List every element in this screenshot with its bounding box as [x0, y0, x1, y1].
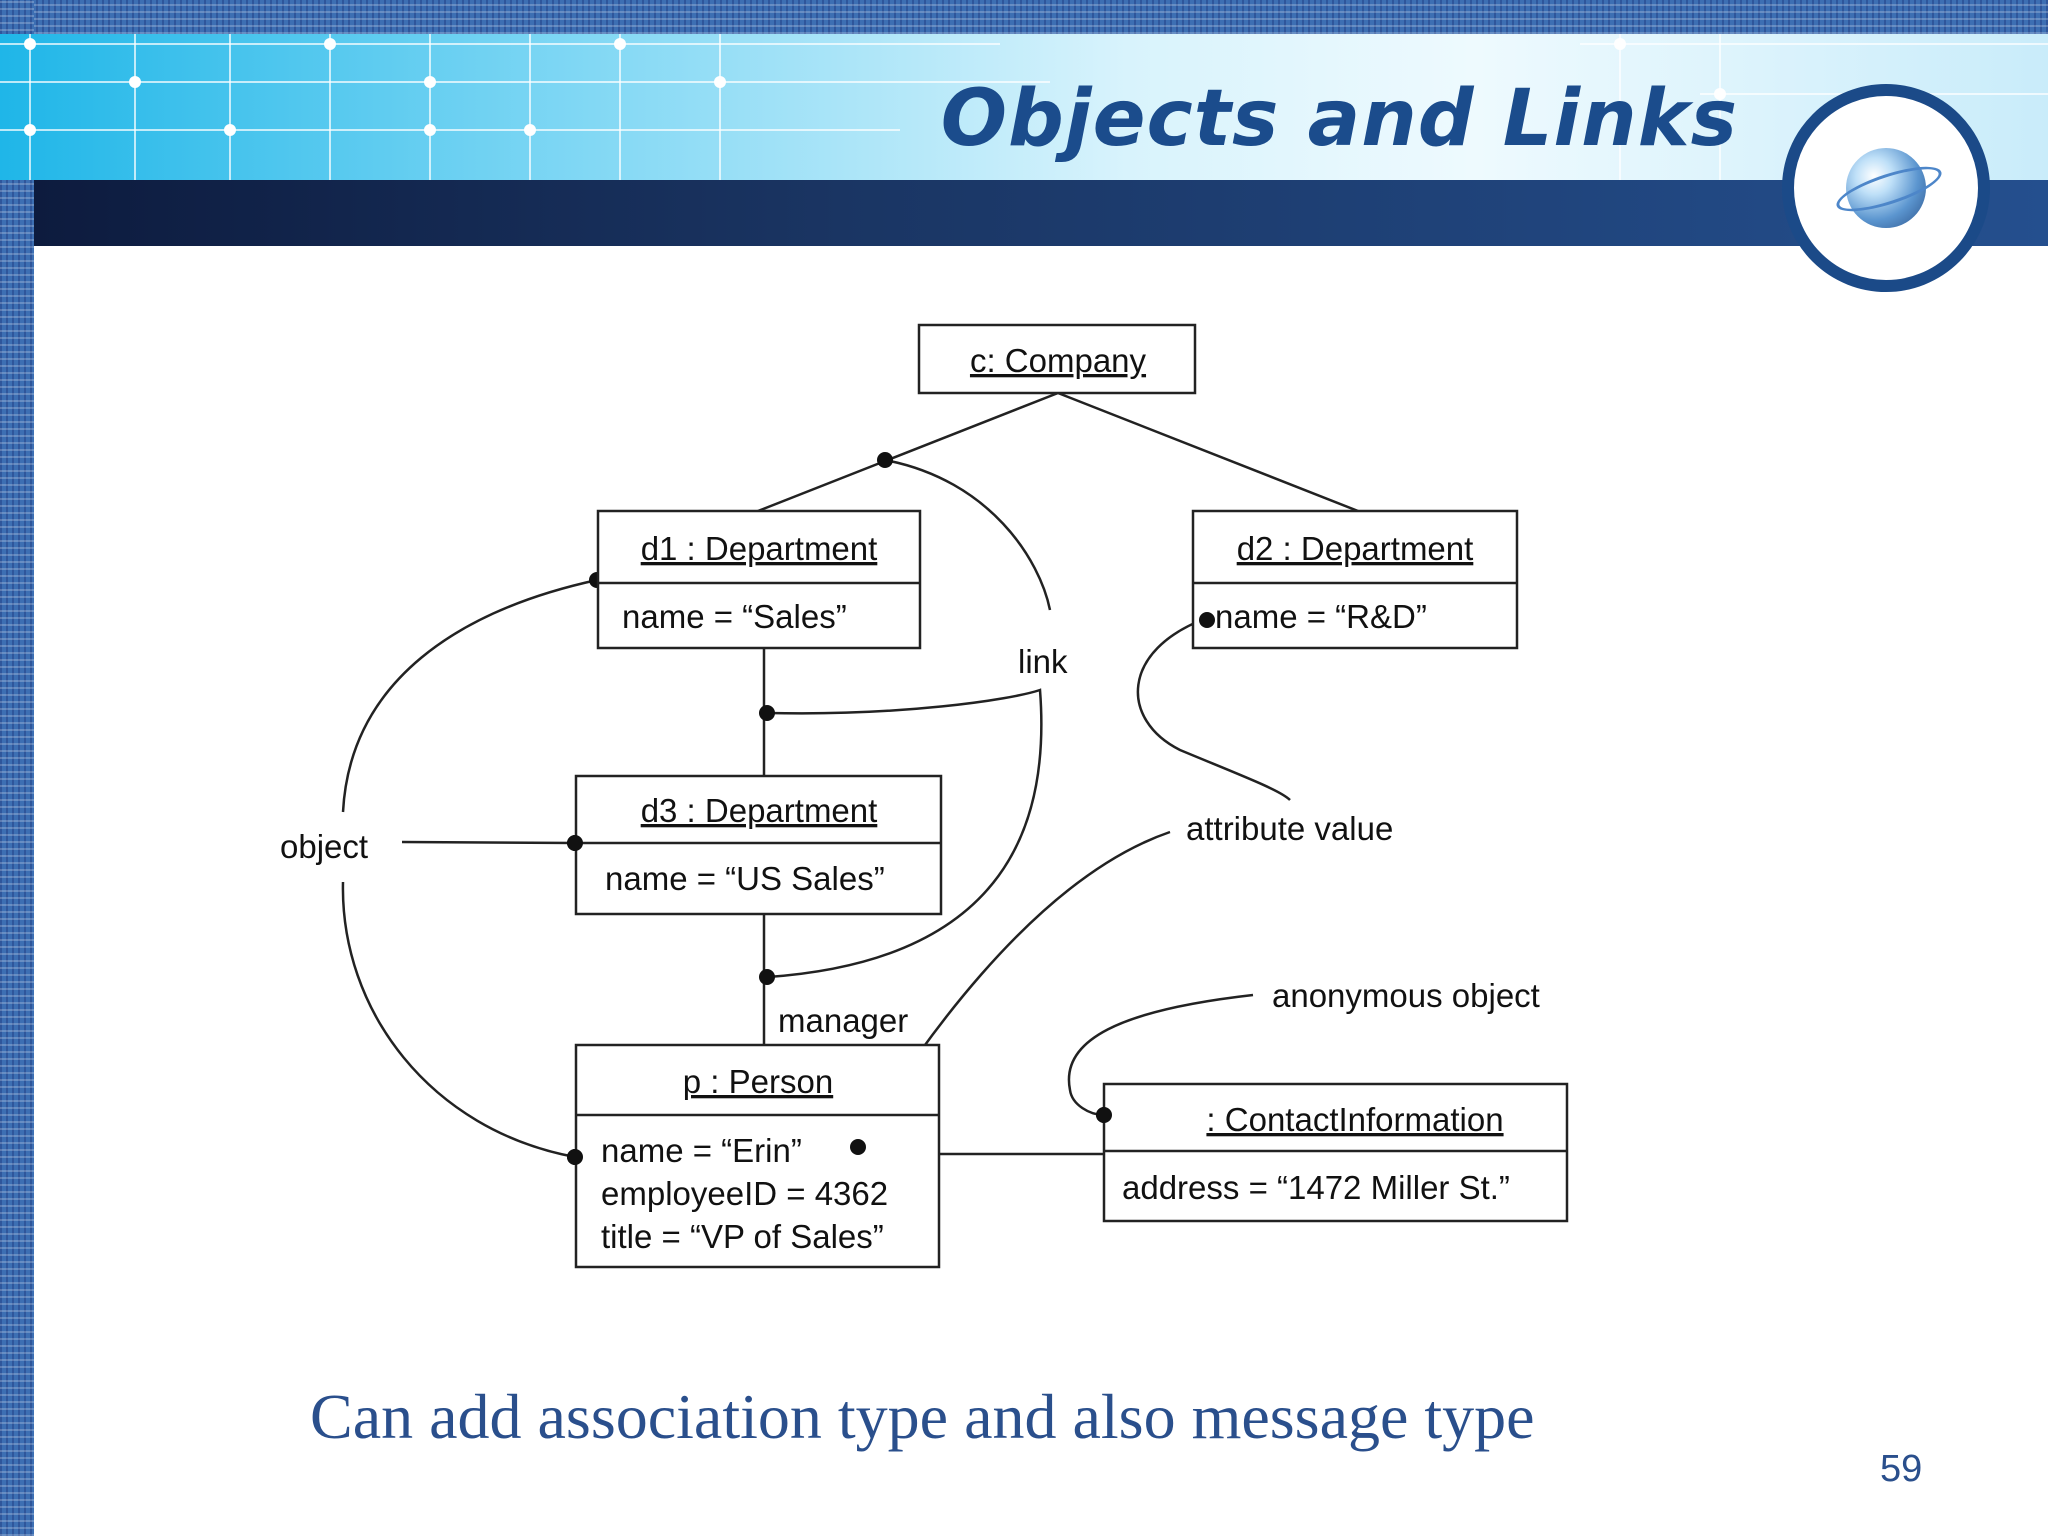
circuit-grid-decoration [0, 34, 2048, 180]
connectors [341, 391, 1359, 1159]
object-company-name: c: Company [970, 342, 1147, 379]
object-callout-mid [401, 840, 576, 845]
d2-attribute-dot [1199, 612, 1215, 628]
top-texture-strip [0, 0, 2048, 34]
object-d2-attr: name = “R&D” [1215, 598, 1427, 635]
label-attribute-value: attribute value [1186, 810, 1393, 847]
object-contact-name: : ContactInformation [1206, 1101, 1503, 1138]
contact-object-dot [1096, 1107, 1112, 1123]
person-attribute-dot [850, 1139, 866, 1155]
slide-caption: Can add association type and also messag… [310, 1381, 1535, 1452]
label-link: link [1018, 643, 1068, 680]
object-person: p : Person name = “Erin” employeeID = 43… [574, 1043, 941, 1269]
slide-title: Objects and Links [940, 74, 1738, 164]
label-manager: manager [778, 1002, 908, 1039]
d3-object-dot [567, 835, 583, 851]
object-contact-attr: address = “1472 Miller St.” [1122, 1169, 1510, 1206]
object-d1-attr: name = “Sales” [622, 598, 847, 635]
object-d1-name: d1 : Department [641, 530, 878, 567]
page-number: 59 [1880, 1448, 1923, 1490]
object-d3-attr: name = “US Sales” [605, 860, 885, 897]
link-callout-upper [884, 458, 1052, 611]
link-callout-lower [767, 688, 1043, 979]
object-person-attr-title: title = “VP of Sales” [601, 1218, 884, 1255]
object-d2-name: d2 : Department [1237, 530, 1474, 567]
object-callout-lower [341, 881, 576, 1159]
object-d3: d3 : Department name = “US Sales” [574, 774, 943, 916]
anonymous-callout [1067, 993, 1254, 1117]
title-underline-bar [34, 180, 2048, 246]
object-callout-upper [341, 578, 598, 813]
object-person-attr-name: name = “Erin” [601, 1132, 802, 1169]
label-object: object [280, 828, 368, 865]
link-company-d1 [757, 391, 1059, 513]
object-person-name: p : Person [683, 1063, 833, 1100]
object-person-attr-employee-id: employeeID = 4362 [601, 1175, 888, 1212]
object-contact-information: : ContactInformation address = “1472 Mil… [1102, 1082, 1569, 1223]
object-d1: d1 : Department name = “Sales” [596, 509, 922, 650]
person-object-dot [567, 1149, 583, 1165]
link-company-d2 [1057, 391, 1359, 513]
title-banner [0, 34, 2048, 180]
label-anonymous-object: anonymous object [1272, 977, 1540, 1014]
attribute-callout-upper [1136, 616, 1291, 801]
object-d3-name: d3 : Department [641, 792, 878, 829]
left-texture-strip [0, 0, 34, 1536]
object-d2: d2 : Department name = “R&D” [1191, 509, 1519, 650]
object-company: c: Company [917, 323, 1197, 395]
globe-icon [1846, 148, 1926, 228]
